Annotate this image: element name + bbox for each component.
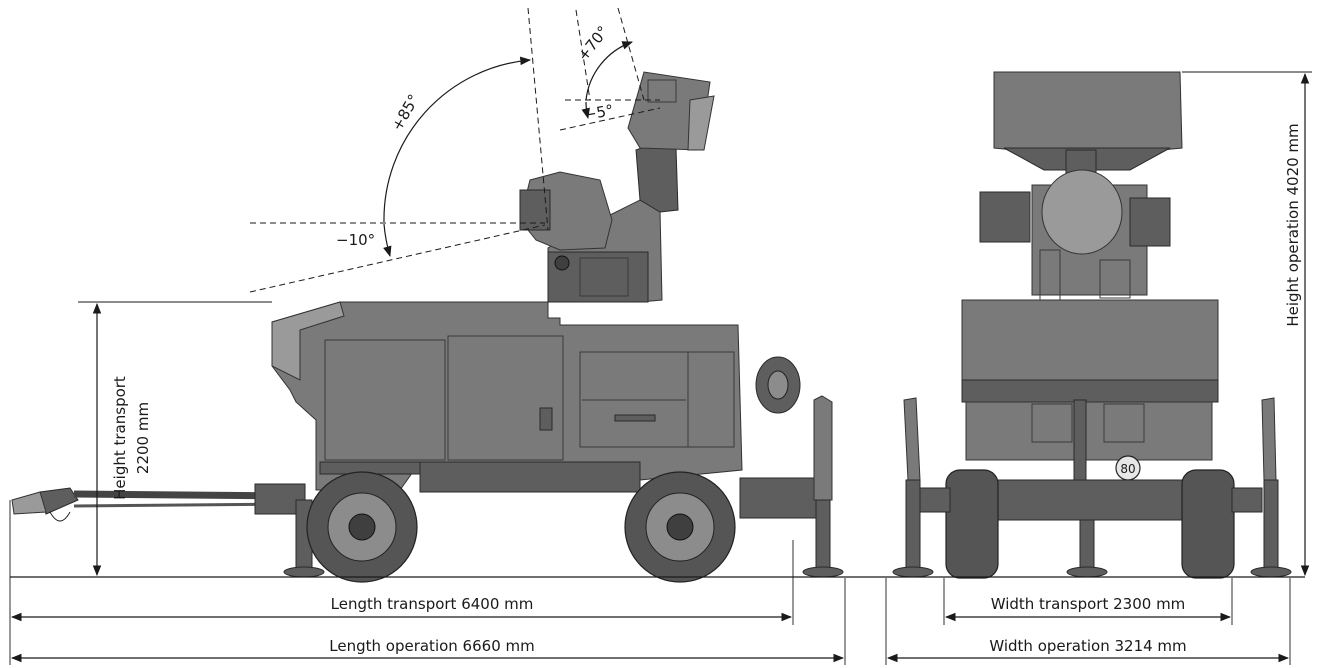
gun-elevation-min: −10° (336, 231, 375, 249)
side-view-vehicle (11, 71, 844, 583)
height-transport-label: Height transport (111, 376, 129, 500)
height-transport-dimension (78, 301, 272, 577)
rear-wheel (624, 471, 736, 583)
radar-elevation-min: −5° (583, 101, 615, 124)
front-view-vehicle: 80 (892, 71, 1292, 579)
length-operation-label: Length operation 6660 mm (329, 637, 534, 655)
height-operation-label: Height operation 4020 mm (1284, 123, 1302, 326)
elevation-angle-lines (249, 7, 661, 293)
front-view-stabilizers (892, 397, 1292, 578)
width-operation-label: Width operation 3214 mm (989, 637, 1186, 655)
rear-right-stabilizer (802, 395, 844, 578)
width-transport-label: Width transport 2300 mm (991, 595, 1186, 613)
gun-elevation-max: +85° (388, 91, 423, 134)
height-operation-dimension (1182, 71, 1312, 577)
tow-bar (11, 483, 306, 522)
front-wheel (306, 471, 418, 583)
length-dimensions (9, 500, 846, 665)
speed-plate-text: 80 (1120, 462, 1135, 476)
height-transport-value: 2200 mm (134, 402, 152, 474)
width-dimensions (885, 578, 1291, 665)
length-transport-label: Length transport 6400 mm (331, 595, 534, 613)
gun-turret (519, 71, 715, 303)
radar-antenna (993, 71, 1183, 153)
